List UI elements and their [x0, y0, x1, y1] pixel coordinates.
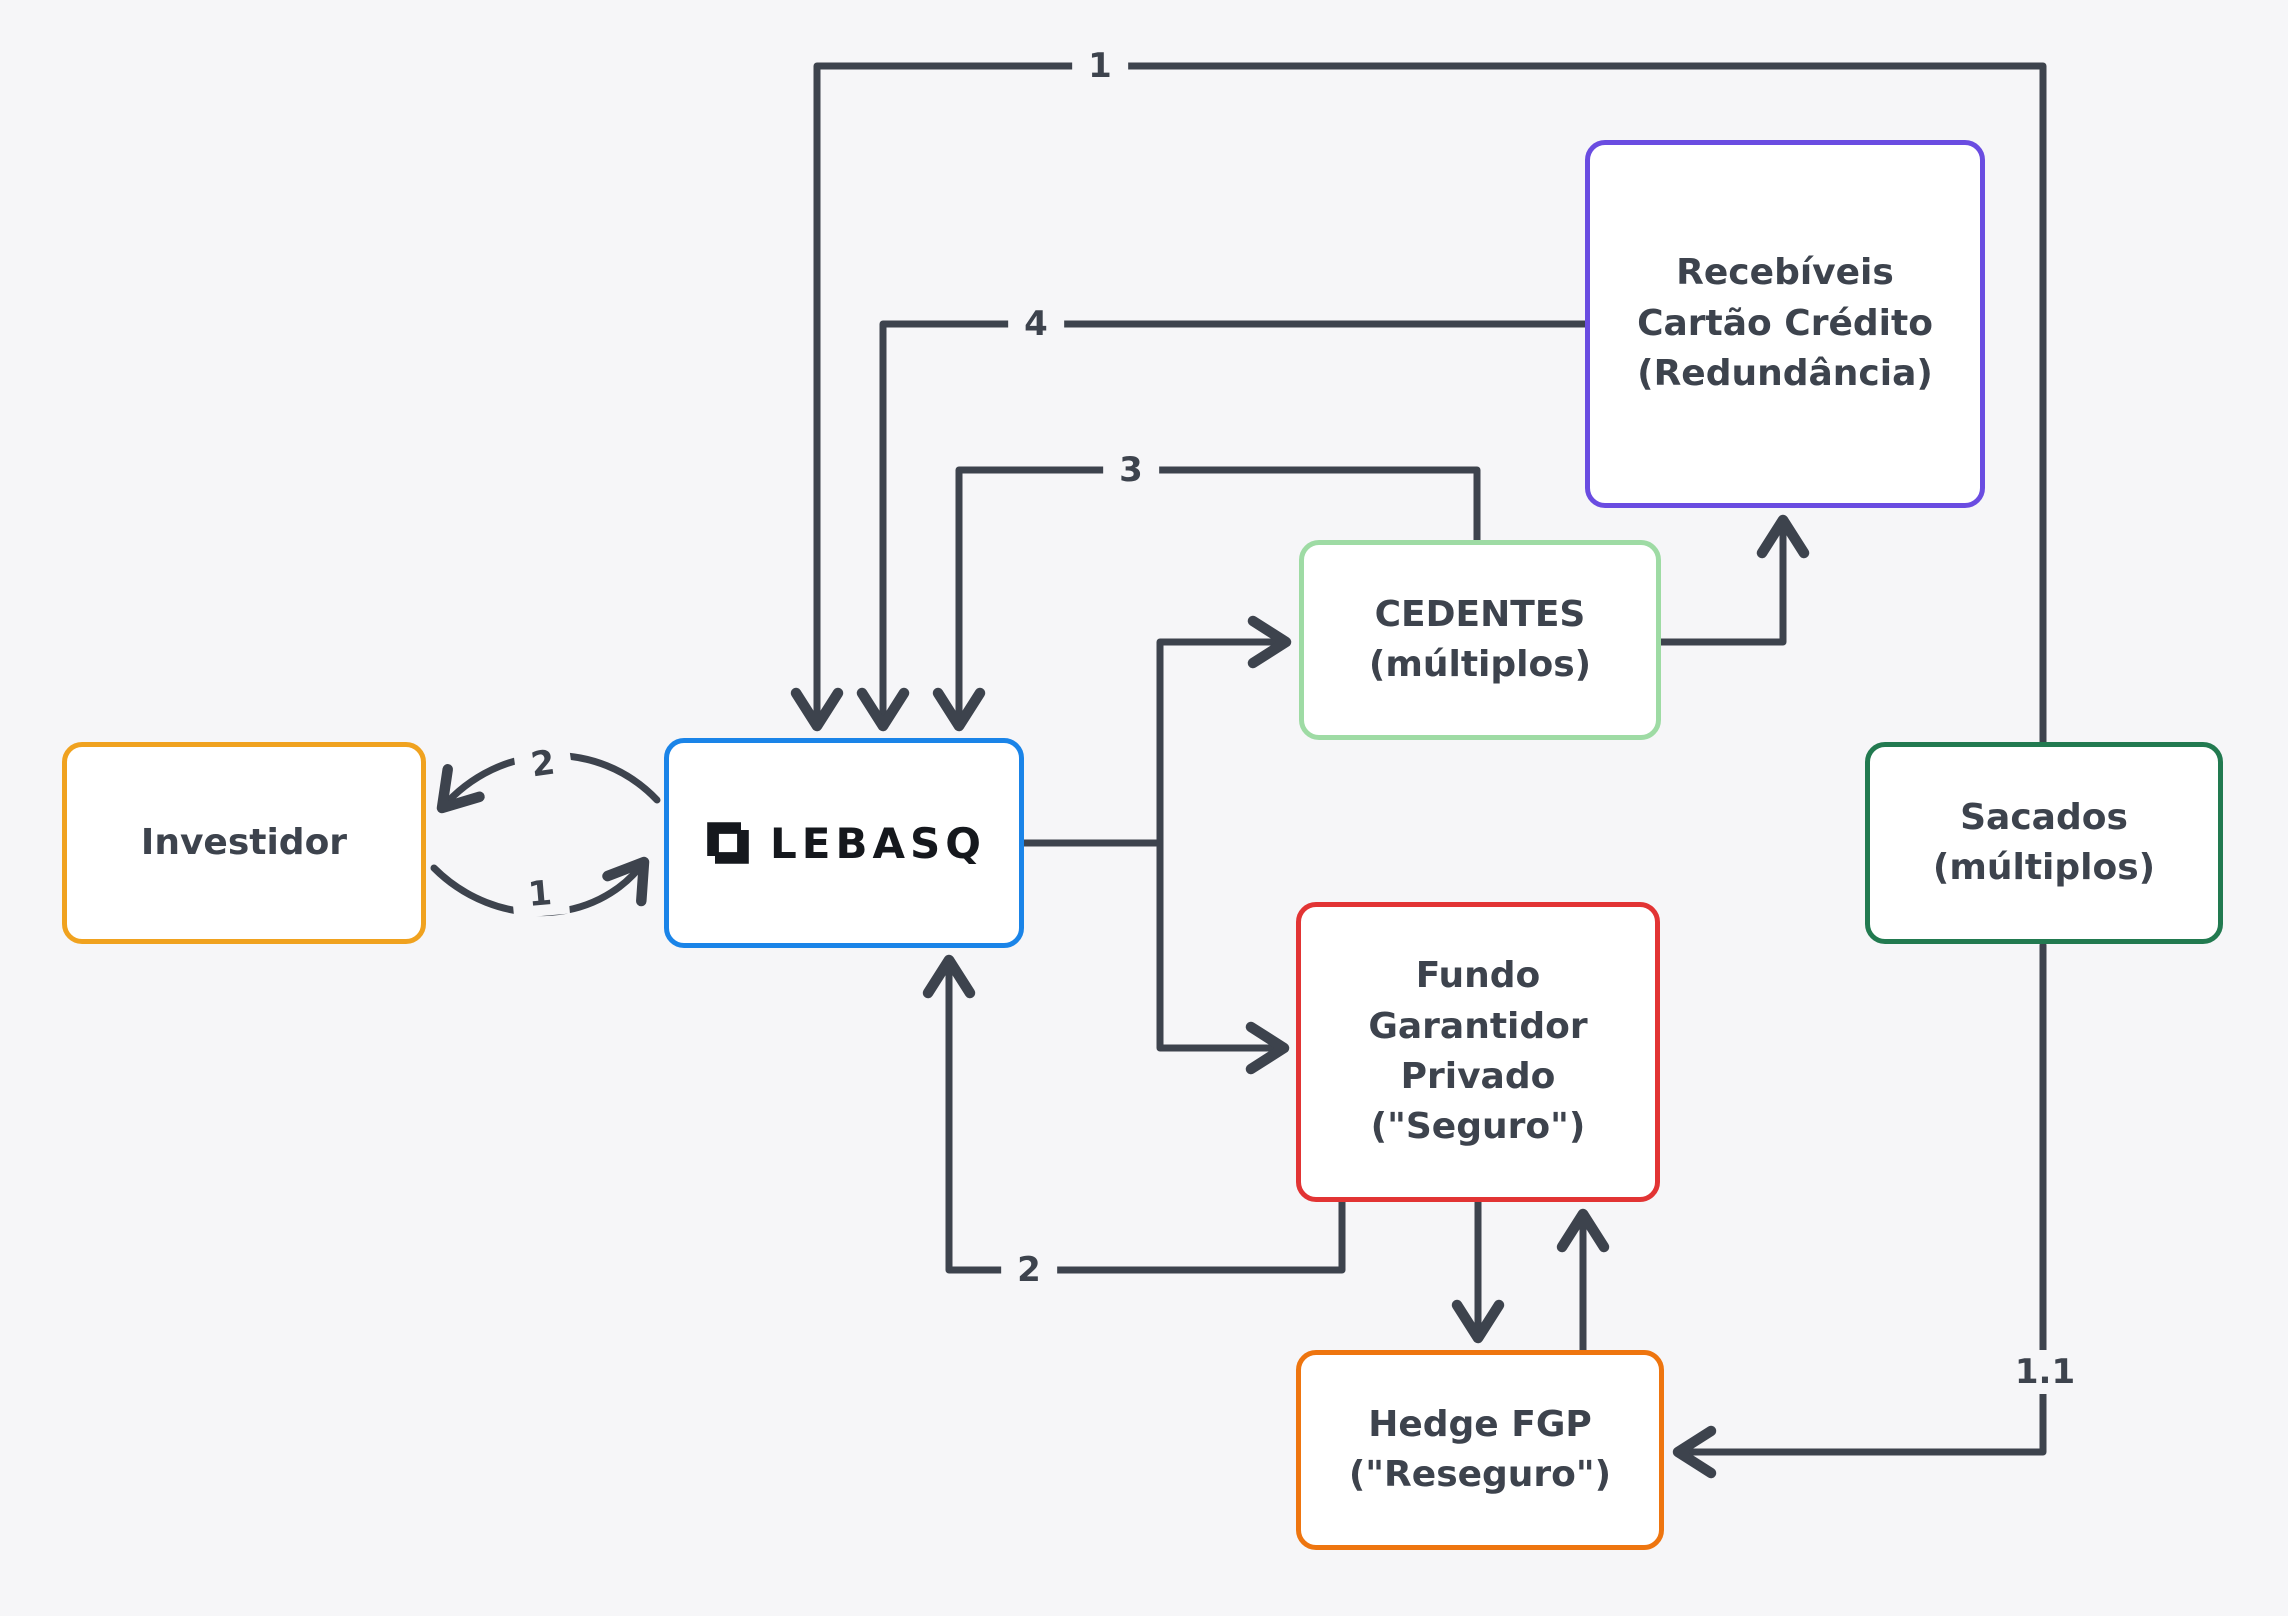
node-sacados-label: Sacados (múltiplos) [1932, 796, 2156, 888]
node-investidor: Investidor [62, 742, 426, 944]
node-recebiveis-label: Recebíveis Cartão Crédito (Redundância) [1637, 252, 1933, 395]
arrow-sacados-to-lebasq [790, 62, 2047, 746]
node-recebiveis: Recebíveis Cartão Crédito (Redundância) [1585, 140, 1985, 508]
node-lebasq: LEBASQ [664, 738, 1024, 948]
node-cedentes: CEDENTES (múltiplos) [1299, 540, 1661, 740]
arrow-lebasq-to-fundo [1156, 839, 1290, 1075]
edge-label-cedentes-to-lebasq: 3 [1103, 448, 1159, 492]
node-investidor-label: Investidor [140, 821, 348, 863]
arrow-recebiveis-to-lebasq [856, 320, 1589, 732]
node-fundo-garantidor: Fundo Garantidor Privado ("Seguro") [1296, 902, 1660, 1202]
lebasq-logo-icon [702, 817, 754, 869]
arrow-lebasq-to-cedentes [1020, 615, 1292, 847]
lebasq-logo-text: LEBASQ [770, 818, 986, 868]
lebasq-logo: LEBASQ [702, 817, 986, 869]
node-fundo-garantidor-label: Fundo Garantidor Privado ("Seguro") [1368, 955, 1588, 1148]
node-hedge-fgp-label: Hedge FGP ("Reseguro") [1348, 1403, 1612, 1495]
arrow-sacados-to-hedge [1672, 941, 2047, 1479]
edge-label-sacados-to-hedge: 1.1 [1998, 1350, 2092, 1394]
arrow-cedentes-to-recebiveis [1657, 514, 1810, 646]
node-hedge-fgp: Hedge FGP ("Reseguro") [1296, 1350, 1664, 1550]
node-sacados: Sacados (múltiplos) [1865, 742, 2223, 944]
edge-label-fundo-to-lebasq: 2 [1001, 1248, 1057, 1292]
edge-label-recebiveis-to-lebasq: 4 [1008, 302, 1064, 346]
edge-label-investidor-to-lebasq: 1 [510, 869, 570, 919]
arrow-fundo-to-lebasq [922, 954, 1346, 1274]
edge-label-lebasq-to-investidor: 2 [512, 738, 574, 790]
arrow-cedentes-to-lebasq [932, 466, 1481, 732]
edge-label-sacados-to-lebasq: 1 [1072, 44, 1128, 88]
node-cedentes-label: CEDENTES (múltiplos) [1368, 593, 1592, 685]
